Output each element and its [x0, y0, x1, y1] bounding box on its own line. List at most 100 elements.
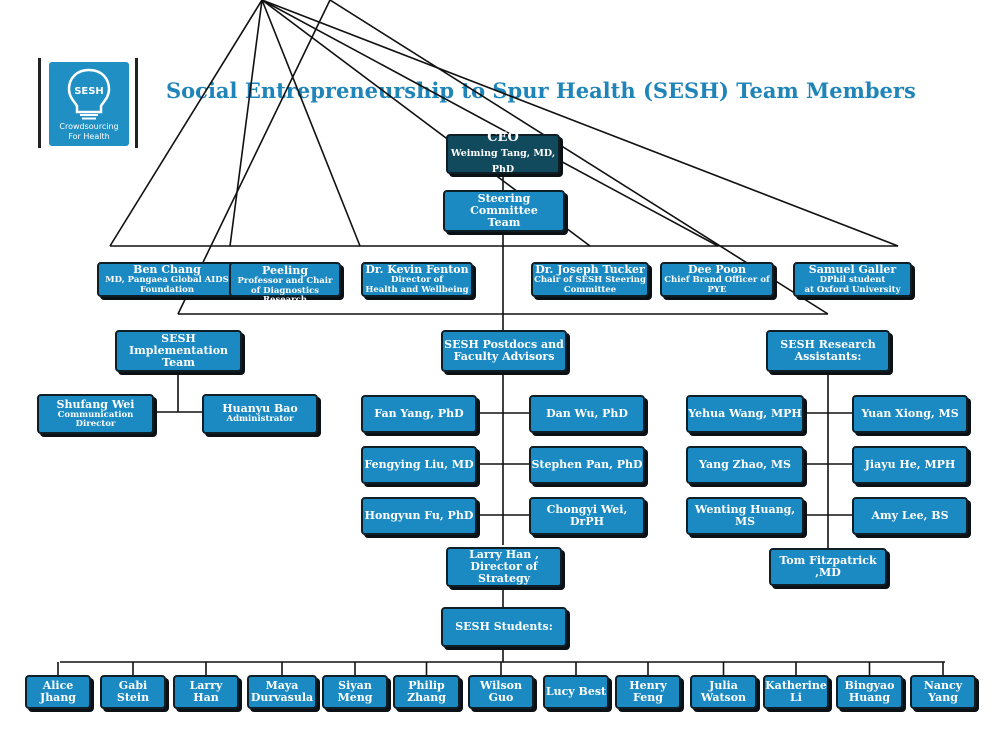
connector-line	[261, 0, 361, 247]
research-assistant-box-label: Amy Lee, BS	[871, 509, 949, 522]
steering-committee-box: Steering Committee Team	[443, 190, 565, 232]
director-of-strategy-box: Larry Han , Director of Strategy	[446, 547, 562, 587]
research-assistant-box-label: Yuan Xiong, MS	[861, 407, 959, 420]
postdoc-box: Stephen Pan, PhD	[529, 446, 645, 484]
student-box-label: Larry Han	[189, 679, 223, 704]
postdoc-box-label: Fan Yang, PhD	[374, 407, 464, 420]
postdoc-box-label: Stephen Pan, PhD	[531, 458, 643, 471]
committee-member-box-description: Professor and Chair of Diagnostics Resea…	[237, 276, 333, 306]
student-box: Maya Durvasula	[247, 675, 317, 709]
ceo-box-description: Weiming Tang, MD, PhD	[450, 148, 556, 175]
research-assistants-box-label: SESH Research Assistants:	[780, 338, 876, 363]
student-box: Katherine Li	[763, 675, 829, 709]
committee-member-box-description: Chair of SESH Steering Committee	[534, 275, 646, 295]
student-box-label: Bingyao Huang	[844, 679, 895, 704]
postdoc-box: Dan Wu, PhD	[529, 395, 645, 433]
postdoc-box: Chongyi Wei, DrPH	[529, 497, 645, 535]
postdocs-advisors-box: SESH Postdocs and Faculty Advisors	[441, 330, 567, 372]
student-box: Philip Zhang	[393, 675, 460, 709]
student-box-label: Julia Watson	[700, 679, 747, 704]
students-header-box-label: SESH Students:	[455, 620, 553, 633]
steering-committee-box-label: Steering Committee Team	[470, 192, 538, 229]
student-box: Julia Watson	[690, 675, 757, 709]
research-assistant-box: Wenting Huang, MS	[686, 497, 804, 535]
student-box-label: Siyan Meng	[337, 679, 373, 704]
implementation-member-box-description: Administrator	[226, 414, 294, 425]
research-assistant-box: Yehua Wang, MPH	[686, 395, 804, 433]
logo-caption: Crowdsourcing For Health	[59, 122, 119, 141]
student-box: Siyan Meng	[322, 675, 388, 709]
logo-text: SESH	[74, 86, 104, 97]
committee-member-box-label: Dr. Rosanna Peeling	[247, 252, 323, 278]
students-header-box: SESH Students:	[441, 607, 567, 647]
implementation-team-box: SESH Implementation Team	[115, 330, 242, 372]
committee-member-box-description: MD, Pangaea Global AIDS Foundation	[105, 275, 229, 295]
student-box-label: Gabi Stein	[116, 679, 150, 704]
implementation-member-box-label: Shufang Wei	[56, 397, 135, 411]
student-box: Gabi Stein	[100, 675, 166, 709]
postdoc-box-label: Dan Wu, PhD	[546, 407, 628, 420]
research-assistant-box-label: Wenting Huang, MS	[694, 503, 796, 528]
postdoc-box-label: Fengying Liu, MD	[364, 458, 474, 471]
ceo-box-label: CEO	[487, 130, 519, 145]
connector-line	[261, 0, 719, 247]
student-box: Larry Han	[173, 675, 239, 709]
research-assistant-box: Yang Zhao, MS	[686, 446, 804, 484]
student-box-label: Maya Durvasula	[250, 679, 314, 704]
student-box: Wilson Guo	[468, 675, 534, 709]
ceo-box: CEO Weiming Tang, MD, PhD	[446, 130, 560, 175]
connector-line	[109, 0, 263, 247]
research-assistant-box-label: Yehua Wang, MPH	[688, 407, 802, 420]
committee-member-box-label: Ben Chang	[133, 263, 201, 276]
committee-member-box-description: DPhil student at Oxford University	[804, 275, 901, 295]
implementation-member-box-label: Huanyu Bao	[222, 402, 298, 416]
sesh-logo: SESH Crowdsourcing For Health	[38, 58, 138, 148]
research-assistant-box-label: Jiayu He, MPH	[864, 458, 956, 471]
implementation-member-box-description: Communication Director	[57, 409, 134, 429]
student-box: Lucy Best	[543, 675, 609, 709]
research-assistant-box: Yuan Xiong, MS	[852, 395, 968, 433]
research-assistant-box-label: Tom Fitzpatrick ,MD	[779, 554, 877, 579]
student-box: Alice Jhang	[25, 675, 91, 709]
committee-member-box-description: Director of Health and Wellbeing	[365, 275, 469, 295]
postdoc-box: Fengying Liu, MD	[361, 446, 477, 484]
committee-member-box-label: Dee Poon	[687, 263, 746, 276]
student-box-label: Henry Feng	[629, 679, 667, 704]
connector-line	[177, 0, 331, 315]
implementation-team-box-label: SESH Implementation Team	[128, 332, 229, 369]
postdocs-advisors-box-label: SESH Postdocs and Faculty Advisors	[444, 338, 564, 363]
logo-badge: SESH Crowdsourcing For Health	[49, 62, 129, 146]
student-box: Bingyao Huang	[836, 675, 903, 709]
student-box: Nancy Yang	[910, 675, 976, 709]
connector-line	[261, 0, 899, 247]
committee-member-box-label: Dr. Kevin Fenton	[365, 263, 469, 276]
student-box-label: Alice Jhang	[39, 679, 77, 704]
committee-member-box-description: Chief Brand Officer of PYE	[664, 275, 770, 295]
connector-line	[229, 0, 263, 247]
postdoc-box-label: Chongyi Wei, DrPH	[546, 503, 628, 528]
student-box-label: Wilson Guo	[479, 679, 523, 704]
connector-line	[329, 0, 829, 315]
postdoc-box-label: Hongyun Fu, PhD	[364, 509, 474, 522]
research-assistants-box: SESH Research Assistants:	[766, 330, 890, 372]
committee-member-box-label: Samuel Galler	[808, 263, 897, 276]
student-box-label: Philip Zhang	[407, 679, 446, 704]
committee-member-box-label: Dr. Joseph Tucker	[535, 263, 645, 276]
postdoc-box: Fan Yang, PhD	[361, 395, 477, 433]
research-assistant-box: Amy Lee, BS	[852, 497, 968, 535]
research-assistant-box-label: Yang Zhao, MS	[699, 458, 791, 471]
research-assistant-box: Tom Fitzpatrick ,MD	[769, 548, 887, 586]
lightbulb-icon: SESH	[67, 68, 111, 120]
postdoc-box: Hongyun Fu, PhD	[361, 497, 477, 535]
student-box: Henry Feng	[615, 675, 681, 709]
director-of-strategy-box-label: Larry Han , Director of Strategy	[469, 548, 539, 585]
student-box-label: Nancy Yang	[923, 679, 963, 704]
